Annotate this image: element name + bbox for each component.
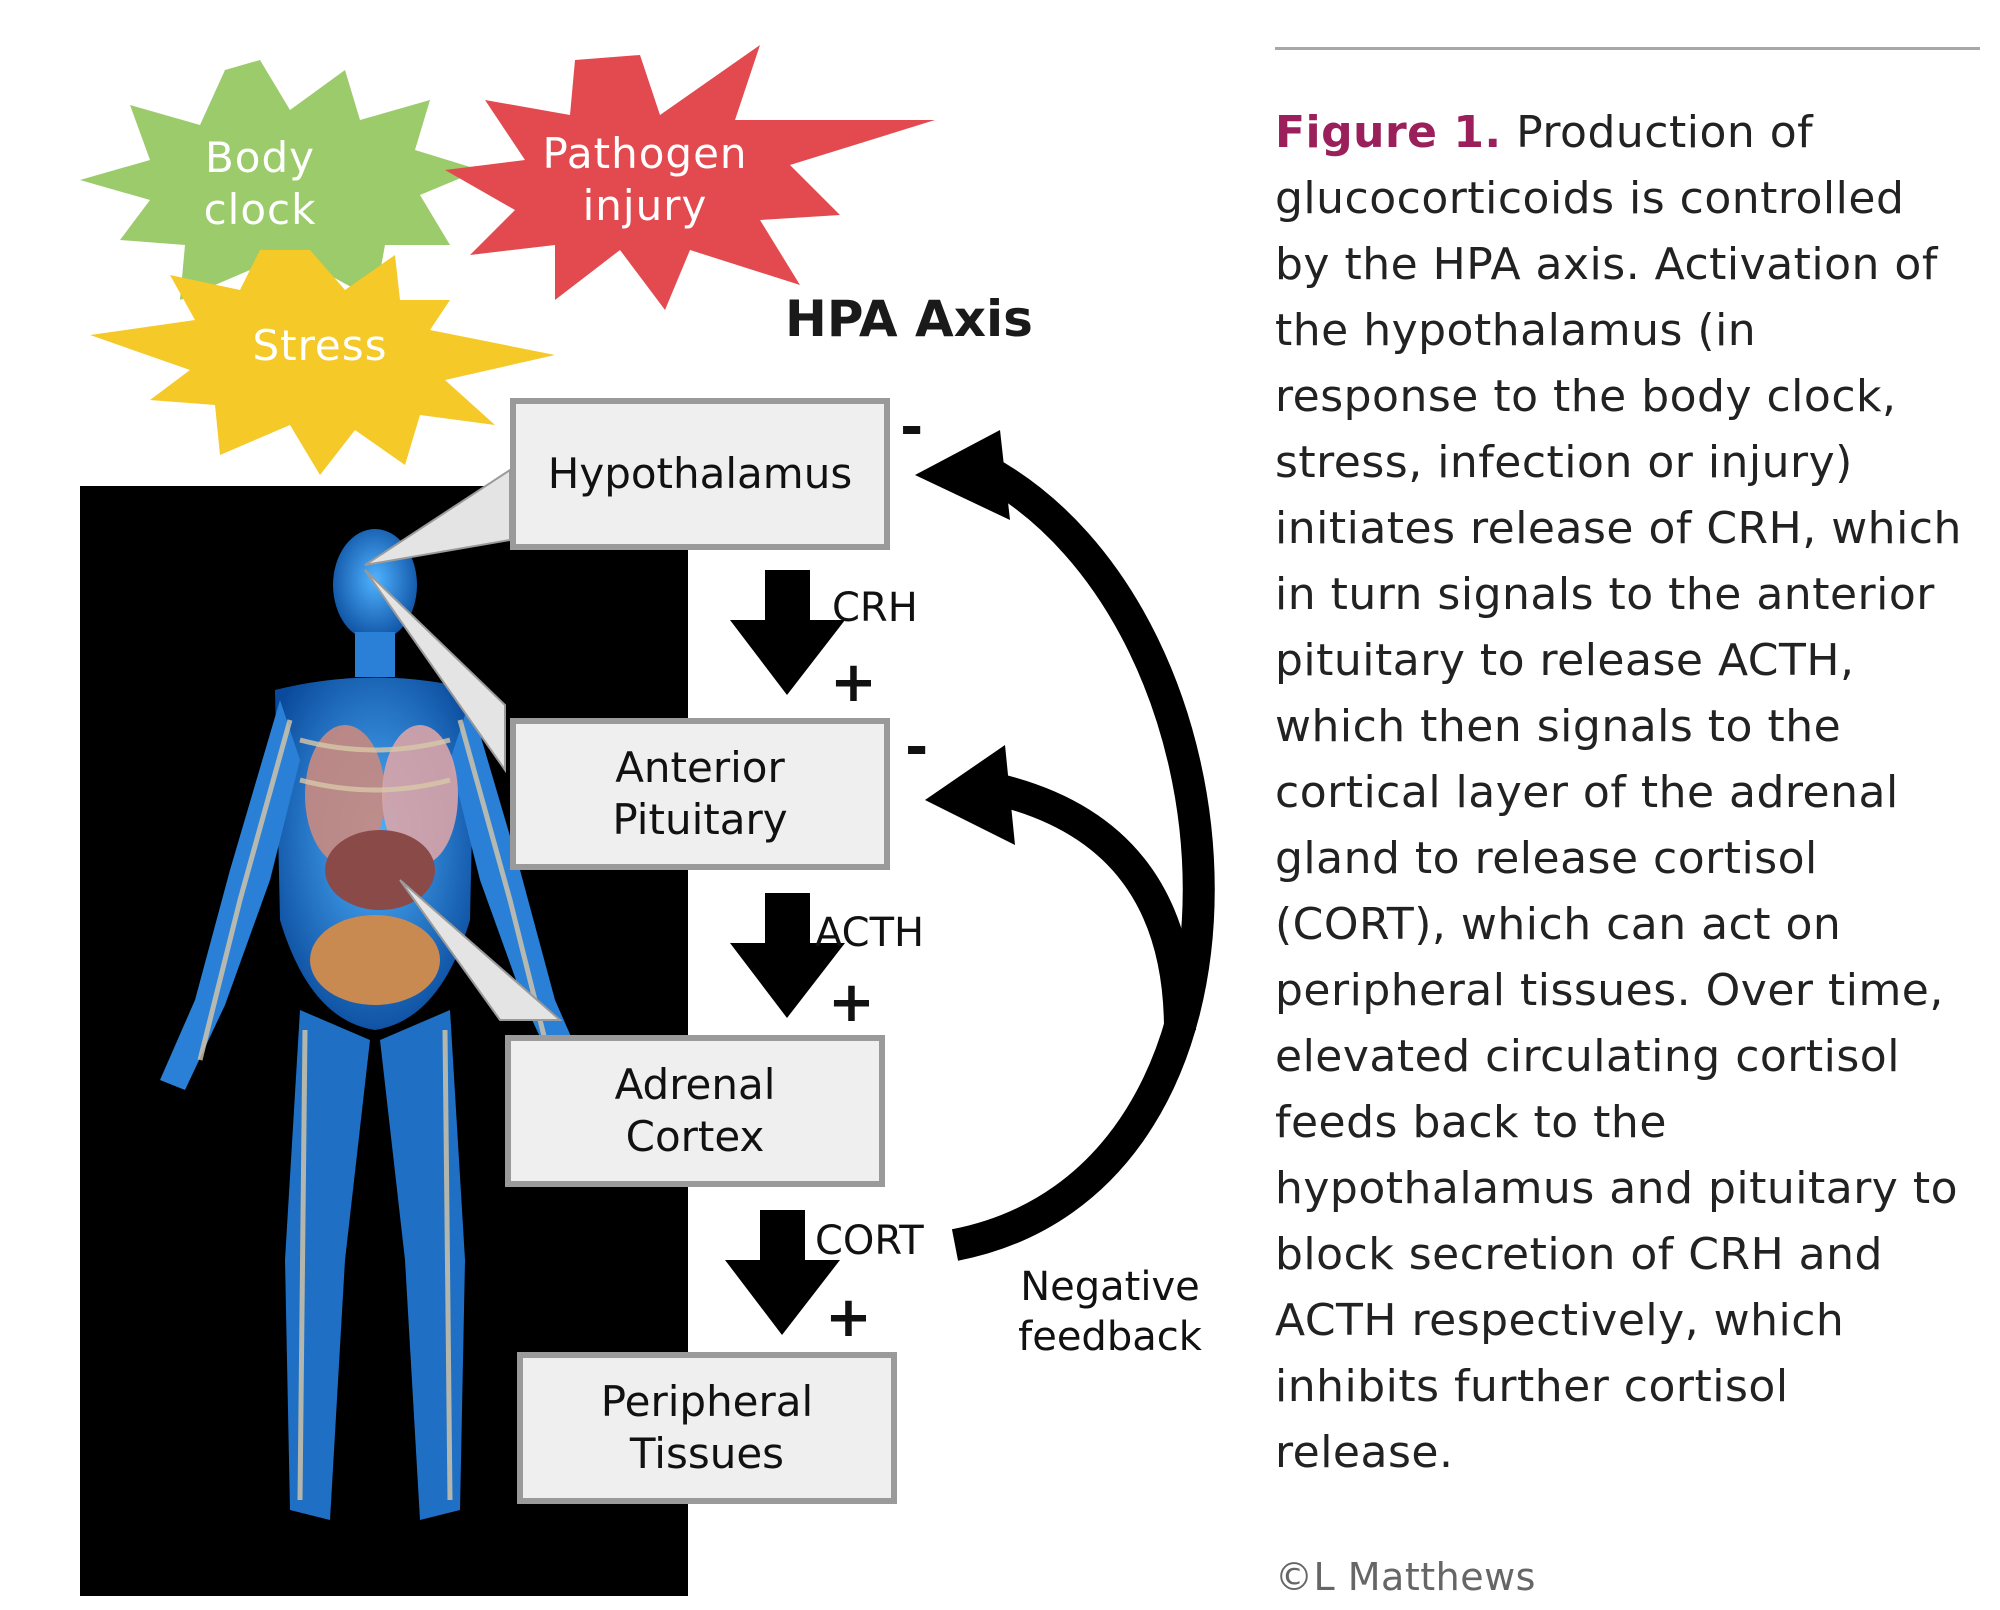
- feedback-arrow-pituitary: [925, 745, 1180, 1030]
- feedback-arrow-hypothalamus: [915, 430, 1199, 1245]
- figure-credit: ©L Matthews: [1275, 1555, 1536, 1599]
- node-anterior-pituitary-label: Anterior Pituitary: [612, 742, 787, 846]
- hormone-crh-sign: +: [830, 650, 877, 715]
- figure-caption-text: Production of glucocorticoids is control…: [1275, 107, 1962, 1478]
- node-hypothalamus: Hypothalamus: [510, 398, 890, 550]
- node-anterior-pituitary: Anterior Pituitary: [510, 718, 890, 870]
- node-hypothalamus-label: Hypothalamus: [548, 448, 852, 500]
- node-peripheral-tissues: Peripheral Tissues: [517, 1352, 897, 1504]
- hormone-acth-label: ACTH: [815, 910, 924, 956]
- node-adrenal-cortex: Adrenal Cortex: [505, 1035, 885, 1187]
- trigger-stress-label: Stress: [240, 320, 400, 372]
- hormone-cort-label: CORT: [815, 1218, 924, 1264]
- trigger-body-clock-label: Body clock: [190, 132, 330, 236]
- figure-number: Figure 1.: [1275, 107, 1502, 158]
- figure-caption: Figure 1. Production of glucocorticoids …: [1275, 100, 1965, 1486]
- diagram-title: HPA Axis: [785, 290, 1033, 348]
- trigger-pathogen-label: Pathogen injury: [530, 128, 760, 232]
- hormone-cort-sign: +: [825, 1285, 872, 1350]
- node-adrenal-cortex-label: Adrenal Cortex: [615, 1059, 776, 1163]
- feedback-sign-hypothalamus: -: [900, 395, 923, 460]
- negative-feedback-label: Negative feedback: [1000, 1262, 1220, 1362]
- feedback-sign-pituitary: -: [905, 715, 928, 780]
- arrow-crh: [730, 570, 845, 695]
- hormone-crh-label: CRH: [832, 585, 918, 631]
- caption-divider: [1275, 47, 1980, 50]
- node-peripheral-tissues-label: Peripheral Tissues: [601, 1376, 813, 1480]
- hormone-acth-sign: +: [828, 970, 875, 1035]
